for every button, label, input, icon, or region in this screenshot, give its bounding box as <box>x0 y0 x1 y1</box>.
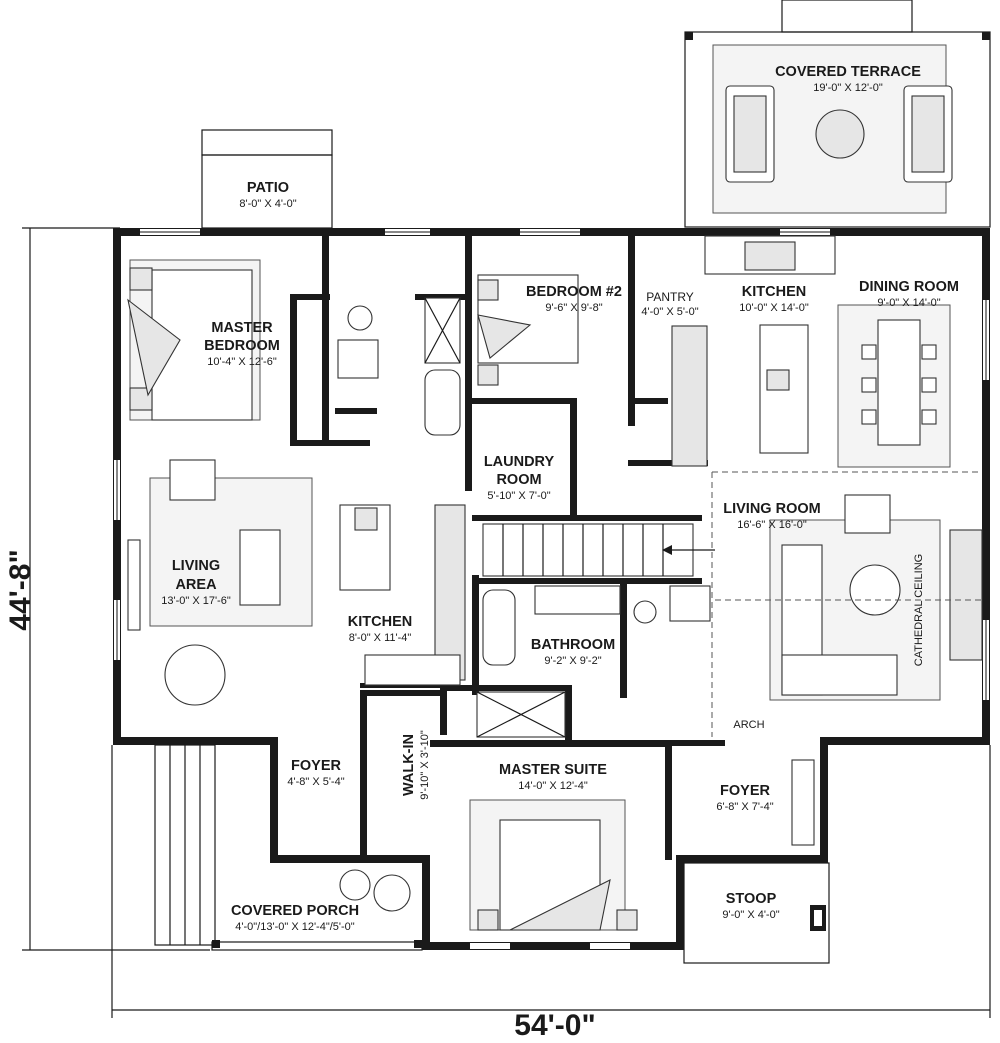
covered-terrace <box>684 0 991 228</box>
kitchen-east-size: 10'-0" X 14'-0" <box>739 302 809 314</box>
east-kitchen-furniture <box>671 235 836 467</box>
bathroom-size: 9'-2" X 9'-2" <box>544 655 601 667</box>
laundry-name-1: LAUNDRY <box>484 454 555 470</box>
covered-porch-name: COVERED PORCH <box>231 903 359 919</box>
master-suite-size: 14'-0" X 12'-4" <box>518 780 588 792</box>
living-room-furniture <box>711 471 983 737</box>
foyer-west-size: 4'-8" X 5'-4" <box>287 776 344 788</box>
pantry-size: 4'-0" X 5'-0" <box>641 306 698 318</box>
covered-terrace-size: 19'-0" X 12'-0" <box>813 82 883 94</box>
master-bedroom-size: 10'-4" X 12'-6" <box>207 356 277 368</box>
bedroom2-name: BEDROOM #2 <box>526 284 622 300</box>
bath-fixtures <box>337 297 711 738</box>
living-area-furniture <box>127 459 466 706</box>
foyer-east-size: 6'-8" X 7'-4" <box>716 801 773 813</box>
master-bedroom-name-2: BEDROOM <box>204 338 280 354</box>
patio-name: PATIO <box>247 180 289 196</box>
dining-room-size: 9'-0" X 14'-0" <box>877 297 940 309</box>
living-room-name: LIVING ROOM <box>723 501 820 517</box>
porch-stoop <box>154 744 830 964</box>
patio <box>201 129 333 229</box>
arch-label: ARCH <box>733 719 764 731</box>
stoop-size: 9'-0" X 4'-0" <box>722 909 779 921</box>
room-labels: COVERED TERRACE 19'-0" X 12'-0" PATIO 8'… <box>161 64 959 933</box>
walk-in-size: 9'-10" X 3'-10" <box>419 730 431 800</box>
dining-room-name: DINING ROOM <box>859 279 959 295</box>
living-room-size: 16'-6" X 16'-0" <box>737 519 807 531</box>
laundry-name-2: ROOM <box>496 472 541 488</box>
foyer-west-name: FOYER <box>291 758 341 774</box>
covered-terrace-name: COVERED TERRACE <box>775 64 921 80</box>
pantry-name: PANTRY <box>646 290 694 304</box>
cathedral-ceiling-label: CATHEDRAL CEILING <box>913 554 925 666</box>
bedroom2-size: 9'-6" X 9'-8" <box>545 302 602 314</box>
living-area-name-2: AREA <box>175 577 217 593</box>
dining-furniture <box>837 304 951 468</box>
dimension-lines <box>22 227 991 1018</box>
covered-porch-size: 4'-0"/13'-0" X 12'-4"/5'-0" <box>235 921 355 933</box>
master-suite-name: MASTER SUITE <box>499 762 607 778</box>
living-area-size: 13'-0" X 17'-6" <box>161 595 231 607</box>
stair <box>482 523 715 577</box>
overall-depth-label: 44'-8" <box>4 549 37 630</box>
exterior-walls <box>113 228 990 950</box>
stoop-name: STOOP <box>726 891 777 907</box>
walk-in-name: WALK-IN <box>401 734 417 796</box>
master-bedroom-name-1: MASTER <box>211 320 273 336</box>
bathroom-name: BATHROOM <box>531 637 615 653</box>
kitchen-east-name: KITCHEN <box>742 284 806 300</box>
kitchen-west-size: 8'-0" X 11'-4" <box>349 632 412 644</box>
overall-width-label: 54'-0" <box>514 1009 595 1042</box>
interior-walls <box>290 236 725 860</box>
foyer-east-name: FOYER <box>720 783 770 799</box>
bedroom-furniture <box>127 259 638 931</box>
kitchen-west-name: KITCHEN <box>348 614 412 630</box>
living-area-name-1: LIVING <box>172 558 220 574</box>
patio-size: 8'-0" X 4'-0" <box>239 198 296 210</box>
laundry-size: 5'-10" X 7'-0" <box>487 490 550 502</box>
